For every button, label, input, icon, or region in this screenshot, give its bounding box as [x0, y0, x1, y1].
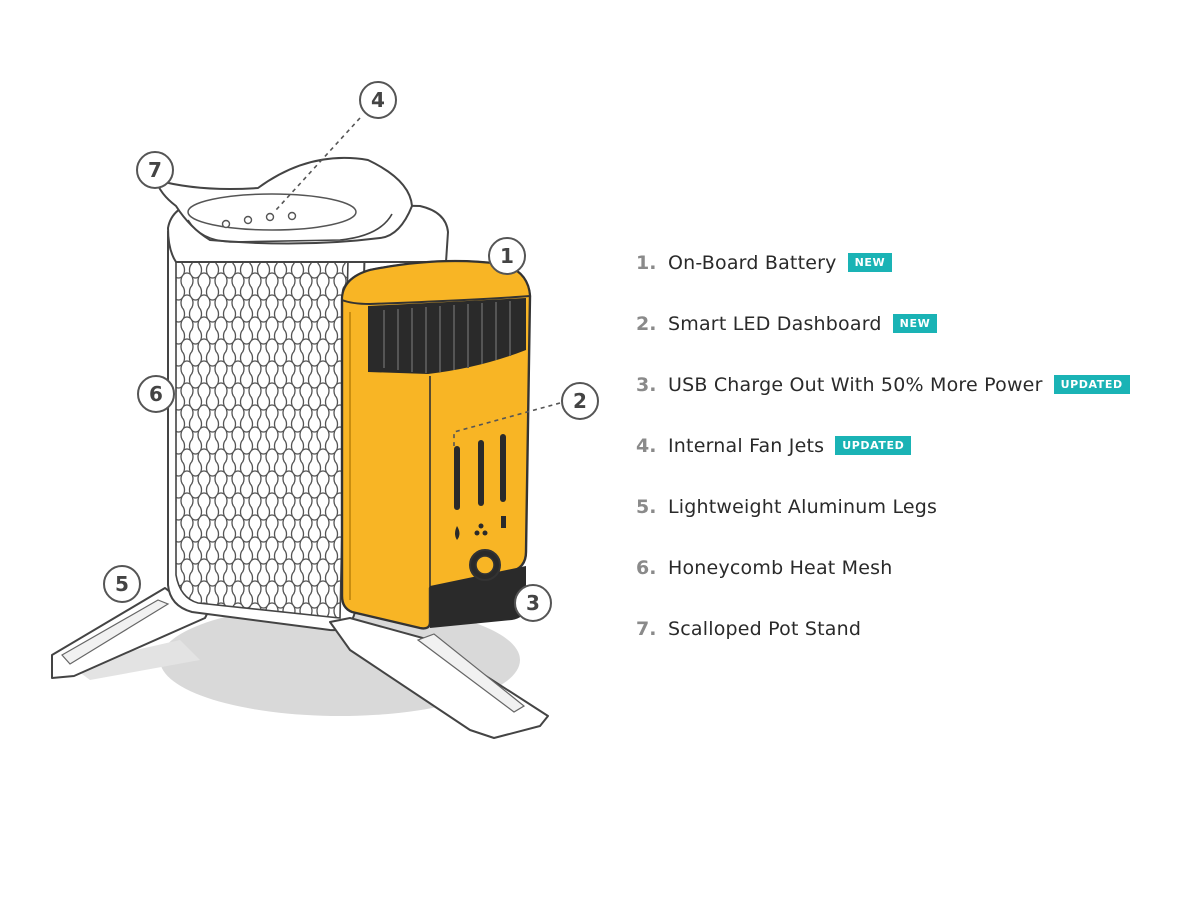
callout-6: 6 — [138, 376, 174, 412]
callout-1: 1 — [489, 238, 525, 274]
new-badge: NEW — [893, 314, 938, 333]
feature-number: 7. — [636, 618, 668, 640]
callout-3: 3 — [515, 585, 551, 621]
feature-number: 2. — [636, 313, 668, 335]
feature-number: 6. — [636, 557, 668, 579]
feature-item-4: 4. Internal Fan Jets UPDATED — [636, 415, 1196, 476]
feature-label: Internal Fan Jets — [668, 435, 824, 457]
feature-number: 5. — [636, 496, 668, 518]
feature-item-2: 2. Smart LED Dashboard NEW — [636, 293, 1196, 354]
svg-text:4: 4 — [371, 88, 385, 112]
svg-text:5: 5 — [115, 572, 129, 596]
svg-text:2: 2 — [573, 389, 587, 413]
callout-5: 5 — [104, 566, 140, 602]
feature-label: Smart LED Dashboard — [668, 313, 882, 335]
feature-label: Scalloped Pot Stand — [668, 618, 861, 640]
callout-4: 4 — [360, 82, 396, 118]
feature-item-6: 6. Honeycomb Heat Mesh — [636, 537, 1196, 598]
feature-number: 4. — [636, 435, 668, 457]
feature-label: Lightweight Aluminum Legs — [668, 496, 937, 518]
feature-label: On-Board Battery — [668, 252, 837, 274]
battery-icon — [501, 516, 506, 528]
feature-item-7: 7. Scalloped Pot Stand — [636, 598, 1196, 659]
feature-number: 1. — [636, 252, 668, 274]
feature-item-3: 3. USB Charge Out With 50% More Power UP… — [636, 354, 1196, 415]
svg-text:1: 1 — [500, 244, 514, 268]
feature-item-5: 5. Lightweight Aluminum Legs — [636, 476, 1196, 537]
updated-badge: UPDATED — [1054, 375, 1130, 394]
stove-illustration: 1 2 3 4 5 6 7 — [0, 0, 620, 899]
new-badge: NEW — [848, 253, 893, 272]
power-module — [342, 261, 530, 628]
callout-2: 2 — [562, 383, 598, 419]
feature-number: 3. — [636, 374, 668, 396]
feature-label: Honeycomb Heat Mesh — [668, 557, 893, 579]
feature-label: USB Charge Out With 50% More Power — [668, 374, 1043, 396]
feature-item-1: 1. On-Board Battery NEW — [636, 232, 1196, 293]
honeycomb-heat-mesh — [176, 260, 348, 618]
svg-text:6: 6 — [149, 382, 163, 406]
updated-badge: UPDATED — [835, 436, 911, 455]
callout-7: 7 — [137, 152, 173, 188]
feature-list: 1. On-Board Battery NEW 2. Smart LED Das… — [636, 232, 1196, 659]
svg-text:3: 3 — [526, 591, 540, 615]
svg-text:7: 7 — [148, 158, 162, 182]
